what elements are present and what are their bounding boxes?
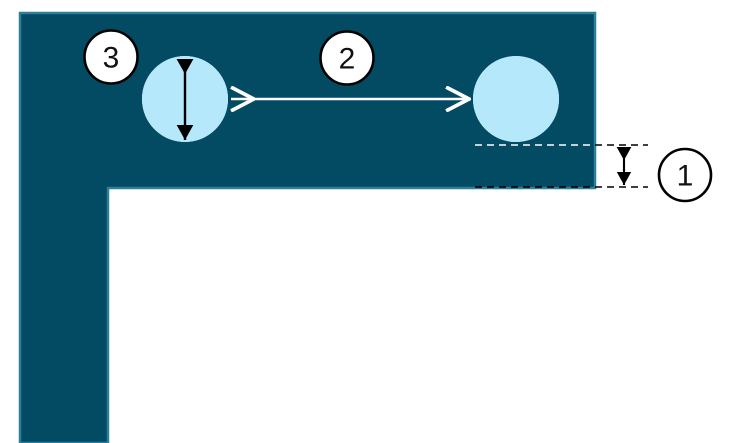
- callout-marker-3[interactable]: 3: [83, 29, 139, 85]
- callout-circle-1[interactable]: [657, 147, 713, 203]
- dimension-1-group: [475, 144, 648, 188]
- callout-circle-3[interactable]: [83, 29, 139, 85]
- callout-marker-2[interactable]: 2: [319, 30, 375, 86]
- callout-marker-1[interactable]: 1: [657, 147, 713, 203]
- callout-circle-2[interactable]: [319, 30, 375, 86]
- right-hole: [473, 56, 559, 142]
